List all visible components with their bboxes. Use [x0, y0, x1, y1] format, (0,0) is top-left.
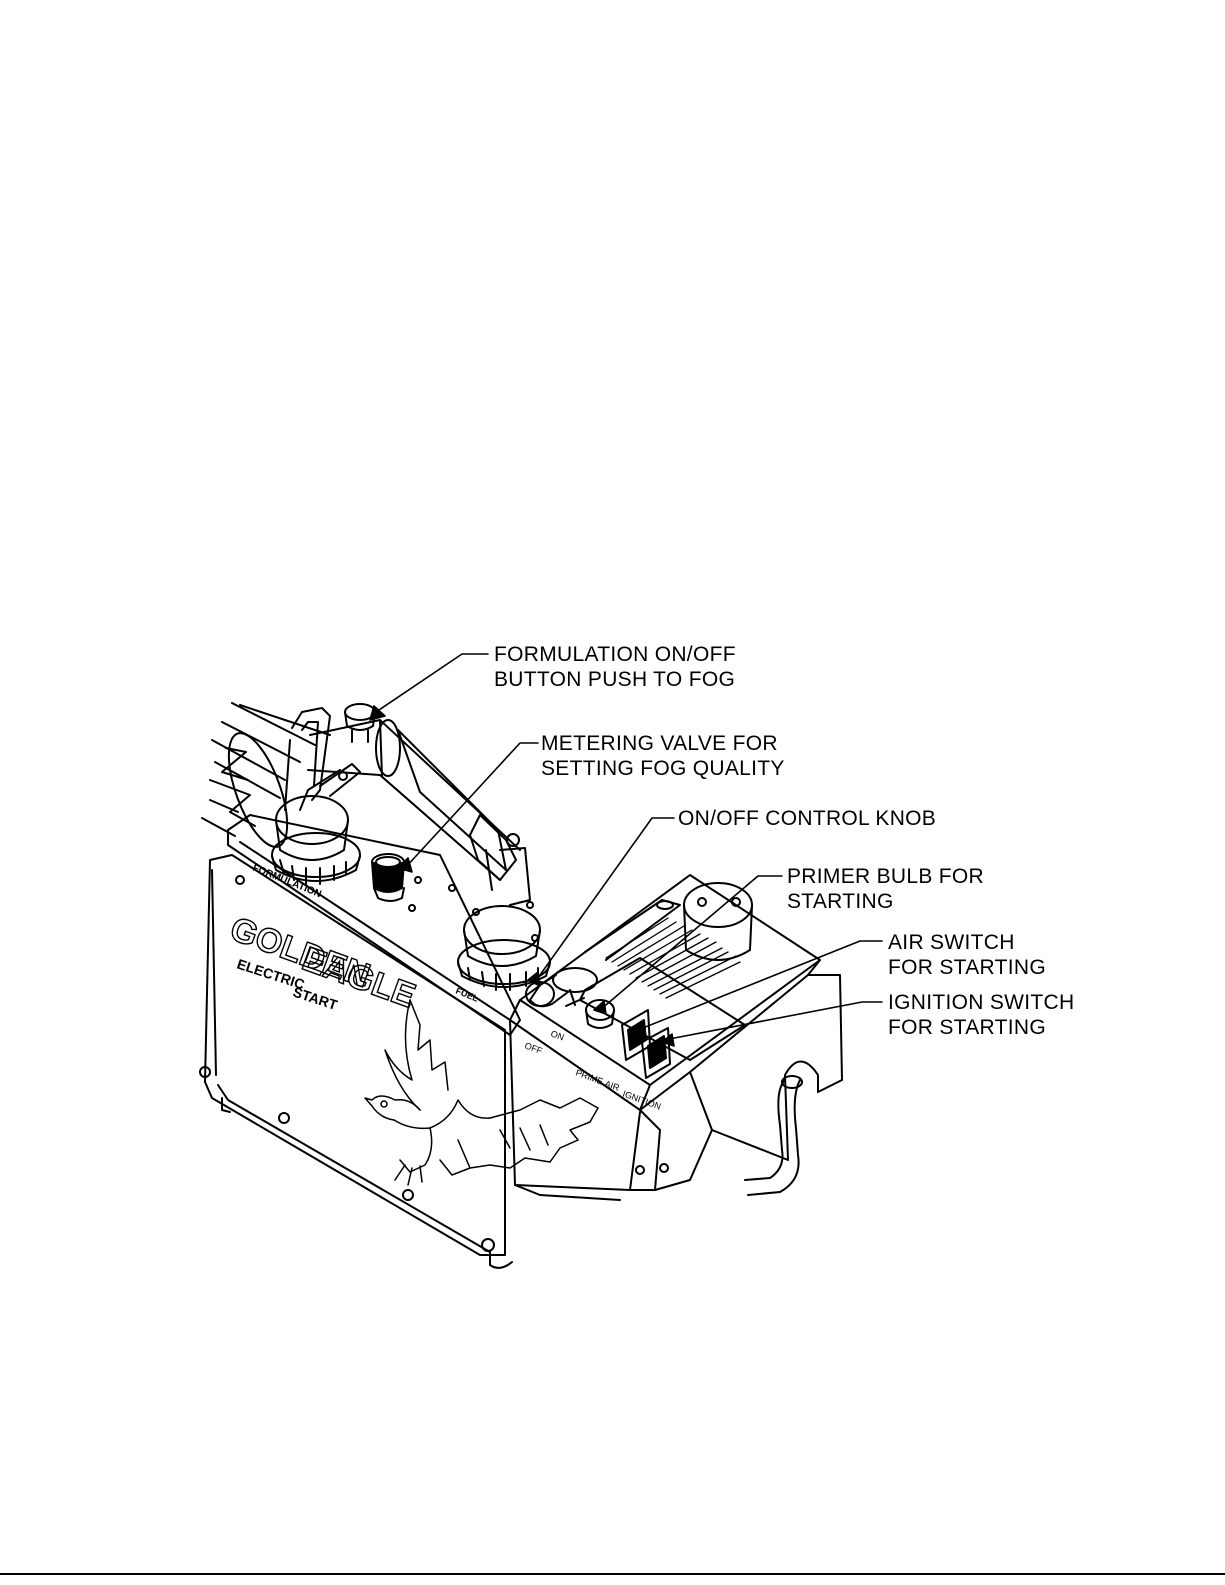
panel-air-label: AIR [603, 1078, 621, 1093]
metering-valve-callout: METERING VALVE FOR SETTING FOG QUALITY [541, 731, 785, 781]
main-housing [200, 815, 520, 1268]
control-panel-face [526, 968, 670, 1078]
callout-line: FORMULATION ON/OFF [494, 642, 736, 667]
metering-valve-knob [372, 854, 404, 901]
callout-line: PRIMER BULB FOR [787, 864, 984, 889]
callout-line: ON/OFF CONTROL KNOB [678, 806, 936, 831]
warning-label [606, 918, 740, 998]
panel-off-label: OFF [523, 1040, 544, 1056]
footer-rule [0, 1573, 1225, 1575]
panel-on-label: ON [549, 1028, 565, 1042]
callout-line: FOR STARTING [888, 955, 1046, 980]
air-switch-callout: AIR SWITCH FOR STARTING [888, 930, 1046, 980]
callout-line: METERING VALVE FOR [541, 731, 785, 756]
panel-prime-label: PRIME [574, 1067, 604, 1086]
control-knob-callout: ON/OFF CONTROL KNOB [678, 806, 936, 831]
callout-line: FOR STARTING [888, 1015, 1075, 1040]
formulation-button-callout: FORMULATION ON/OFF BUTTON PUSH TO FOG [494, 642, 736, 692]
callout-line: STARTING [787, 889, 984, 914]
callout-line: BUTTON PUSH TO FOG [494, 667, 736, 692]
leader-lines [370, 654, 882, 1046]
ignition-switch-callout: IGNITION SWITCH FOR STARTING [888, 990, 1075, 1040]
side-hose [745, 1076, 802, 1195]
callout-line: AIR SWITCH [888, 930, 1046, 955]
callout-line: IGNITION SWITCH [888, 990, 1075, 1015]
primer-bulb-callout: PRIMER BULB FOR STARTING [787, 864, 984, 914]
exhaust-tubes [202, 703, 330, 854]
primer-bulb-housing [684, 883, 752, 960]
callout-line: SETTING FOG QUALITY [541, 756, 785, 781]
